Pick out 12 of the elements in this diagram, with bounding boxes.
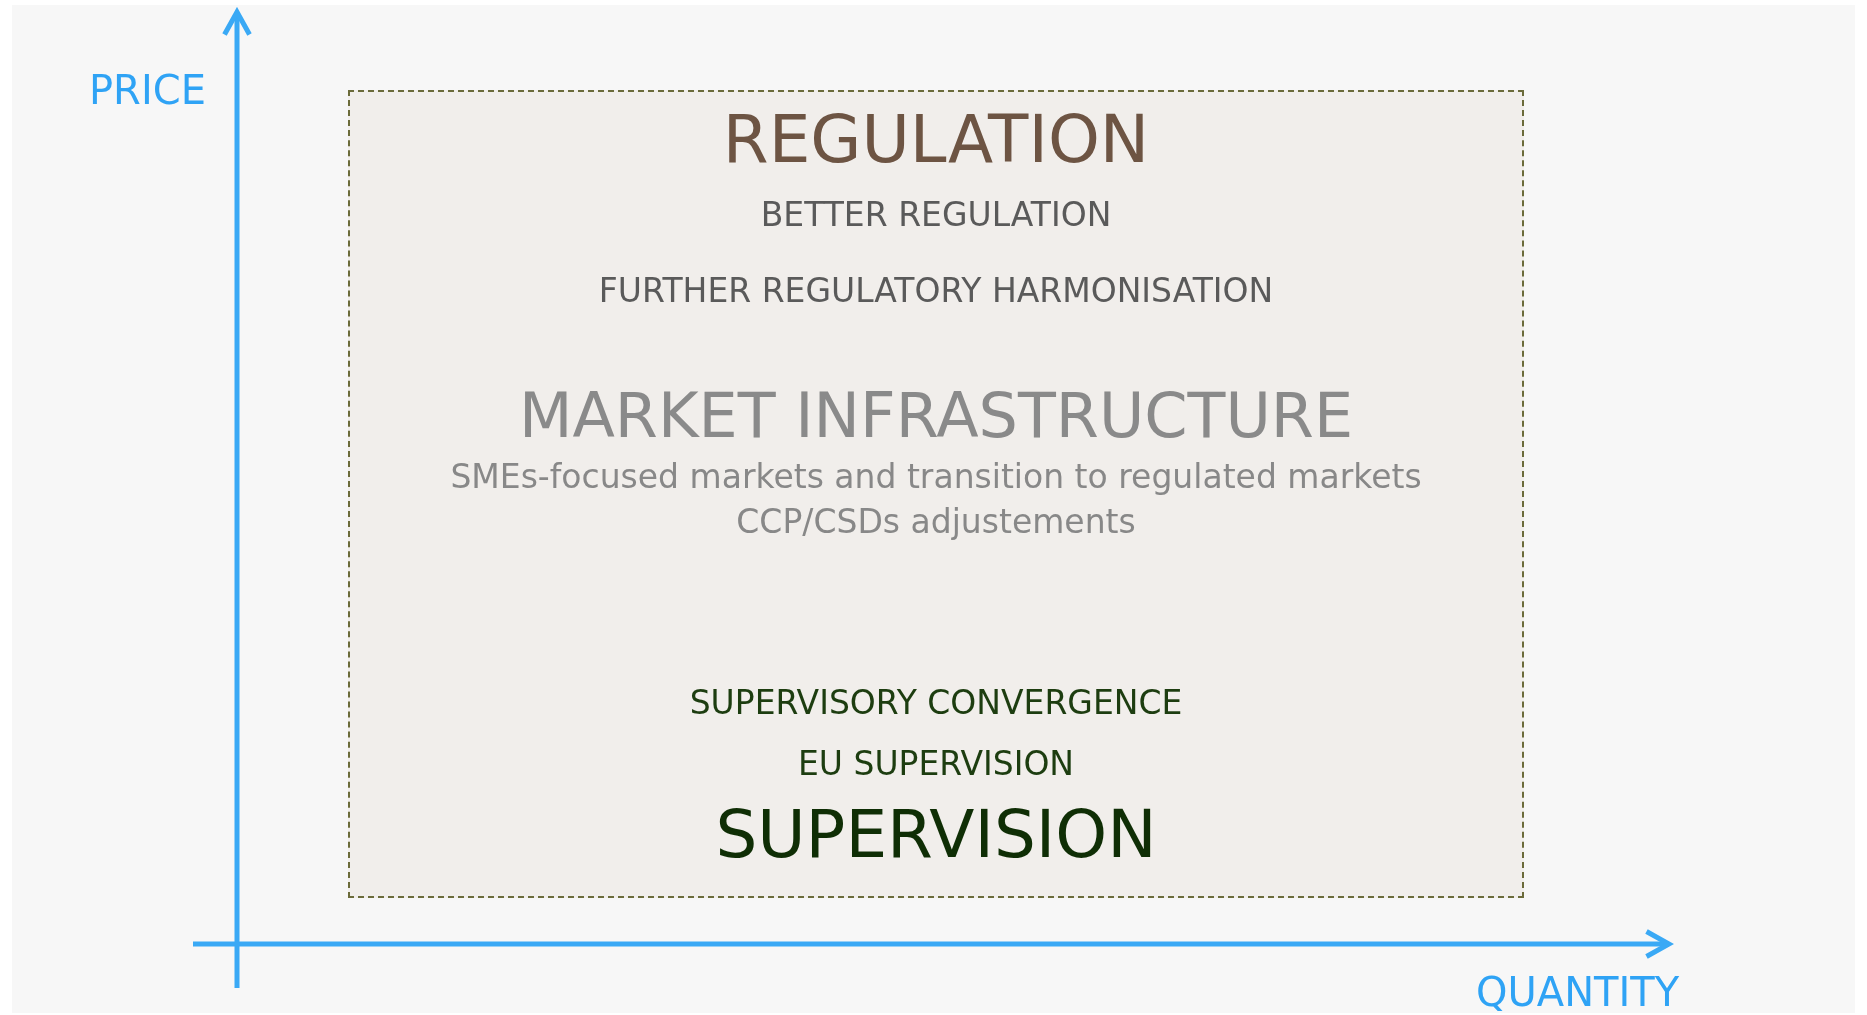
dashed-box [348, 90, 1524, 898]
item-text: FURTHER REGULATORY HARMONISATION [597, 273, 1275, 307]
axis-label: PRICE [89, 70, 206, 110]
item-text: BETTER REGULATION [759, 197, 1113, 231]
item-text: EU SUPERVISION [796, 746, 1076, 780]
item-text: CCP/CSDs adjustements [735, 504, 1137, 538]
section-heading: MARKET INFRASTRUCTURE [517, 385, 1355, 447]
item-text: SMEs-focused markets and transition to regulated markets [449, 459, 1423, 493]
item-text: SUPERVISORY CONVERGENCE [688, 685, 1184, 719]
axis-label: QUANTITY [1476, 972, 1680, 1012]
section-heading: REGULATION [721, 107, 1151, 173]
section-heading: SUPERVISION [714, 802, 1158, 868]
